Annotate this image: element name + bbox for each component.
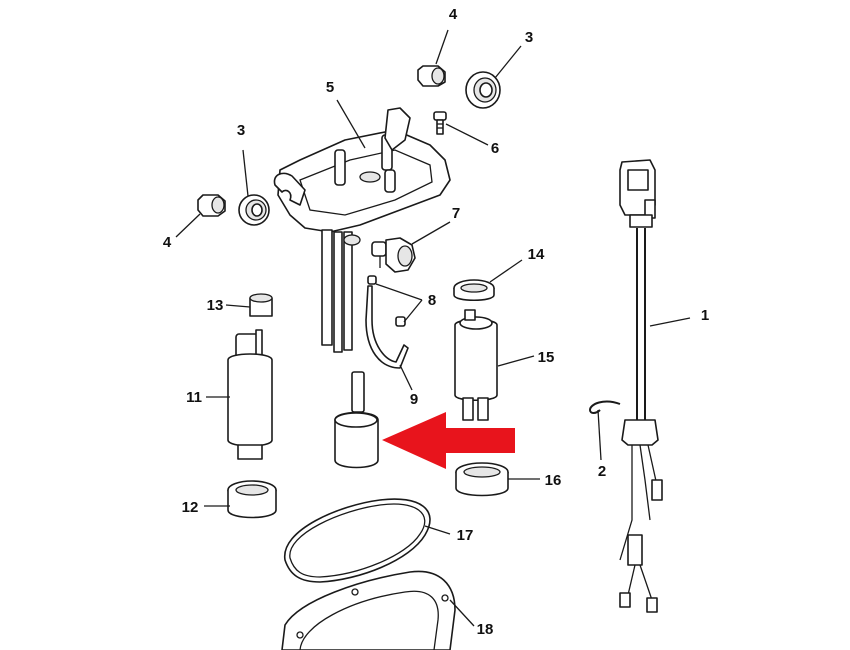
part-4-top-bolt (417, 65, 446, 87)
part-5-top-plate (273, 107, 451, 353)
part-3-left-grommet (238, 194, 270, 226)
part-13-bushing (249, 293, 273, 317)
highlight-arrow (382, 412, 515, 469)
callout-18: 18 (477, 621, 494, 638)
part-6-screw (433, 111, 447, 135)
part-4-left-bolt (197, 194, 226, 217)
part-7-pressure-regulator (371, 237, 416, 273)
callout-13: 13 (207, 297, 224, 314)
part-9-hose (365, 285, 409, 369)
callout-3-left: 3 (237, 122, 245, 139)
callout-9: 9 (410, 391, 418, 408)
callout-5: 5 (326, 79, 334, 96)
callout-11: 11 (186, 389, 202, 406)
callout-12: 12 (182, 499, 199, 516)
part-8-fittings (367, 275, 406, 327)
callout-4-top: 4 (449, 6, 458, 23)
callout-7: 7 (452, 205, 460, 222)
part-12-ring (227, 480, 277, 519)
callout-17: 17 (457, 527, 474, 544)
part-16-ring (455, 462, 509, 497)
callout-3-top: 3 (525, 29, 533, 46)
leader-lines (175, 29, 691, 627)
callout-14: 14 (528, 246, 545, 263)
filter-sock (334, 371, 379, 469)
part-15-fuel-pump (454, 309, 498, 421)
callout-6: 6 (491, 140, 499, 157)
callout-16: 16 (545, 472, 562, 489)
part-11-fuel-pump (227, 329, 273, 460)
part-2-clip (588, 400, 621, 414)
callout-labels: 4 3 5 6 3 7 4 14 1 13 8 15 11 9 2 16 12 … (163, 6, 709, 638)
callout-8: 8 (428, 292, 436, 309)
callout-2: 2 (598, 463, 606, 480)
part-1-wiring-harness (619, 159, 663, 613)
part-17-gasket (284, 498, 431, 583)
part-18-flange (281, 570, 456, 650)
callout-15: 15 (538, 349, 555, 366)
part-3-top-grommet (465, 71, 501, 109)
callout-1: 1 (701, 307, 709, 324)
part-14-ring (453, 279, 495, 302)
callout-4-left: 4 (163, 234, 172, 251)
